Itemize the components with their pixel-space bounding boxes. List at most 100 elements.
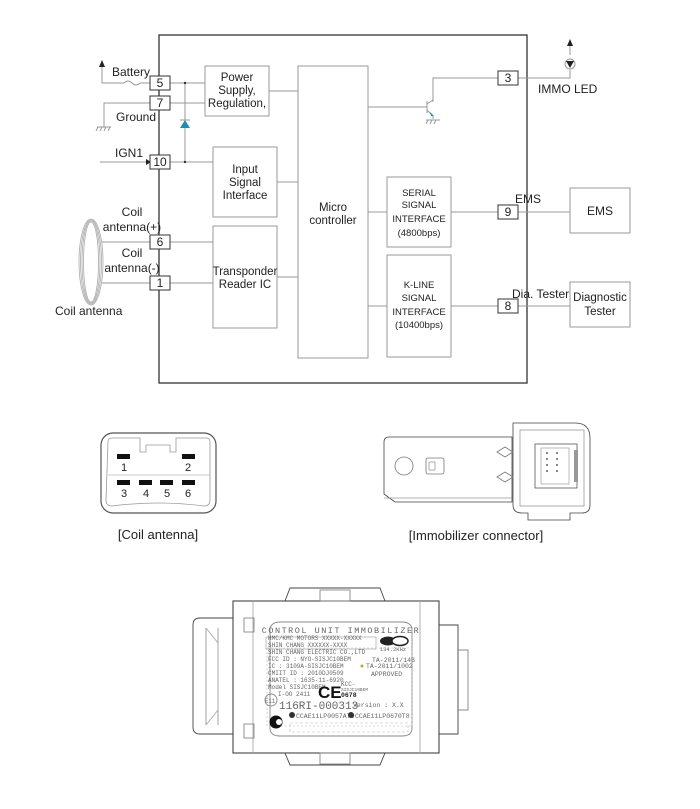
pin-9 bbox=[497, 204, 519, 220]
coil-pin-label: 5 bbox=[164, 488, 170, 500]
transistor-icon bbox=[430, 112, 434, 116]
kline-block-text: K-LINE bbox=[404, 280, 435, 291]
pin-number: 10 bbox=[153, 155, 167, 169]
ta-line-2: TA-2011/1002 bbox=[366, 663, 413, 670]
pin-7 bbox=[149, 95, 171, 111]
kline-block-text: SIGNAL bbox=[402, 293, 437, 304]
input-block-text: Interface bbox=[223, 190, 268, 202]
freq-text: 134.2KHz bbox=[380, 646, 406, 653]
kcc-line-2: SISJC10BEM bbox=[341, 687, 368, 693]
coil-pin-label: 3 bbox=[121, 488, 127, 500]
pin-number: 3 bbox=[505, 71, 512, 85]
c-tick-logo bbox=[269, 715, 283, 729]
cert-icon bbox=[348, 712, 354, 718]
approved-text: APPROVED bbox=[371, 671, 402, 678]
unit-label-line: I-OO 2411 bbox=[278, 691, 311, 698]
cert-icon bbox=[289, 712, 295, 718]
unit-label-line: IC : 3109A-SISJC10BEM bbox=[268, 663, 344, 670]
kcc-line-1: KCC- bbox=[341, 681, 355, 688]
immobilizer-connector bbox=[383, 422, 591, 521]
ems-block bbox=[569, 187, 631, 234]
serial-block-text: SIGNAL bbox=[402, 200, 437, 211]
coil-minus-label-1: Coil bbox=[122, 246, 143, 260]
unit-label-line: SHIN CHANG ELECTRIC CO.,LTD bbox=[268, 649, 366, 656]
compliance-mark-icon bbox=[360, 664, 364, 668]
e-mark-number: 116RI-000313 bbox=[279, 701, 358, 713]
input-block-text: Signal bbox=[229, 177, 261, 189]
coil-antenna-connector bbox=[100, 432, 217, 514]
pin-number: 8 bbox=[505, 299, 512, 313]
power-block-text: Supply, bbox=[218, 85, 256, 97]
pin-1 bbox=[149, 275, 171, 291]
micro-block-text: controller bbox=[309, 215, 356, 227]
cert-2: CCAE11LP0670T8 bbox=[355, 713, 410, 720]
coil-plus-label-2: antenna(+) bbox=[103, 220, 161, 234]
coil-antenna-icon bbox=[78, 218, 104, 306]
kline-block-text: INTERFACE bbox=[392, 307, 445, 318]
pin-10 bbox=[149, 154, 171, 170]
power-block-text: Power bbox=[221, 72, 254, 84]
pin-3 bbox=[497, 70, 519, 86]
immobilizer-unit bbox=[192, 587, 469, 766]
ce-mark: CE bbox=[318, 683, 342, 702]
diag-block-text: Tester bbox=[584, 306, 615, 318]
unit-label-line: FCC ID : NYO-SISJC10BEM bbox=[268, 656, 351, 663]
diagnostic-tester-block bbox=[569, 281, 631, 328]
immobilizer-connector-caption: [Immobilizer connector] bbox=[409, 528, 543, 543]
pin-number: 1 bbox=[157, 276, 164, 290]
battery-arrow-icon bbox=[99, 60, 105, 67]
transponder-block-text: Reader IC bbox=[219, 279, 271, 291]
ground-label: Ground bbox=[116, 110, 156, 124]
serial-block-text: INTERFACE bbox=[392, 214, 445, 225]
diode-icon bbox=[180, 120, 190, 128]
pin-6 bbox=[149, 234, 171, 250]
coil-minus-label-2: antenna(-) bbox=[104, 261, 159, 275]
coil-plus-label-1: Coil bbox=[122, 205, 143, 219]
unit-label-line: HMC/KMC MOTORS XXXXX-XXXXX bbox=[268, 635, 362, 642]
pin-number: 9 bbox=[505, 205, 512, 219]
pin-5 bbox=[149, 75, 171, 91]
transponder-block-text: Transponder bbox=[213, 266, 278, 278]
coil-pin-label: 1 bbox=[121, 462, 127, 474]
unit-title: CONTROL UNIT IMMOBILIZER bbox=[262, 626, 420, 636]
diag-block-text: Diagnostic bbox=[573, 292, 627, 304]
immo-led-label: IMMO LED bbox=[538, 82, 598, 96]
ta-line-1: TA-2011/14B bbox=[372, 657, 415, 664]
coil-pin-label: 2 bbox=[185, 462, 191, 474]
cert-1: CCAE11LP0057AT0 bbox=[296, 713, 355, 720]
kline-block-text: (10400bps) bbox=[395, 320, 443, 331]
serial-block-text: SERIAL bbox=[402, 188, 436, 199]
coil-pin-label: 6 bbox=[185, 488, 191, 500]
coil-antenna-caption: [Coil antenna] bbox=[118, 527, 198, 542]
hyundai-kia-logo bbox=[380, 635, 409, 647]
kline-interface-block bbox=[386, 254, 452, 358]
coil-pin-label: 4 bbox=[143, 488, 149, 500]
ign1-arrow-icon bbox=[146, 159, 151, 165]
unit-label-line: ANATEL : 1635-11-6920 bbox=[268, 677, 344, 684]
pin-number: 7 bbox=[157, 96, 164, 110]
unit-label-line: Model SISJC10BEM bbox=[268, 684, 326, 691]
ems-pin-label: EMS bbox=[515, 192, 541, 206]
block-diagram bbox=[78, 34, 631, 384]
led-arrow-icon bbox=[567, 39, 573, 46]
power-block-text: Regulation, bbox=[208, 98, 266, 110]
coil-antenna-label: Coil antenna bbox=[55, 304, 123, 318]
unit-label-line: CMIIT ID : 2010DJ0509 bbox=[268, 670, 344, 677]
ign1-label: IGN1 bbox=[115, 146, 143, 160]
e11-mark: E11 bbox=[265, 698, 276, 705]
pin-number: 5 bbox=[157, 76, 164, 90]
ground-symbol bbox=[95, 119, 440, 132]
pin-8 bbox=[497, 298, 519, 314]
input-block-text: Input bbox=[232, 164, 258, 176]
serial-block-text: (4800bps) bbox=[398, 228, 441, 239]
pin-number: 6 bbox=[157, 235, 164, 249]
micro-block-text: Micro bbox=[319, 202, 347, 214]
version-text: Version : X.X bbox=[353, 702, 404, 709]
dia-tester-label: Dia. Tester bbox=[512, 287, 569, 301]
unit-label-line: SHIN CHANG XXXXXX-XXXX bbox=[268, 642, 348, 649]
ems-block-text: EMS bbox=[587, 204, 613, 218]
ce-number: 0678 bbox=[341, 692, 357, 699]
battery-label: Battery bbox=[112, 65, 150, 79]
ecu-frame bbox=[158, 34, 528, 384]
